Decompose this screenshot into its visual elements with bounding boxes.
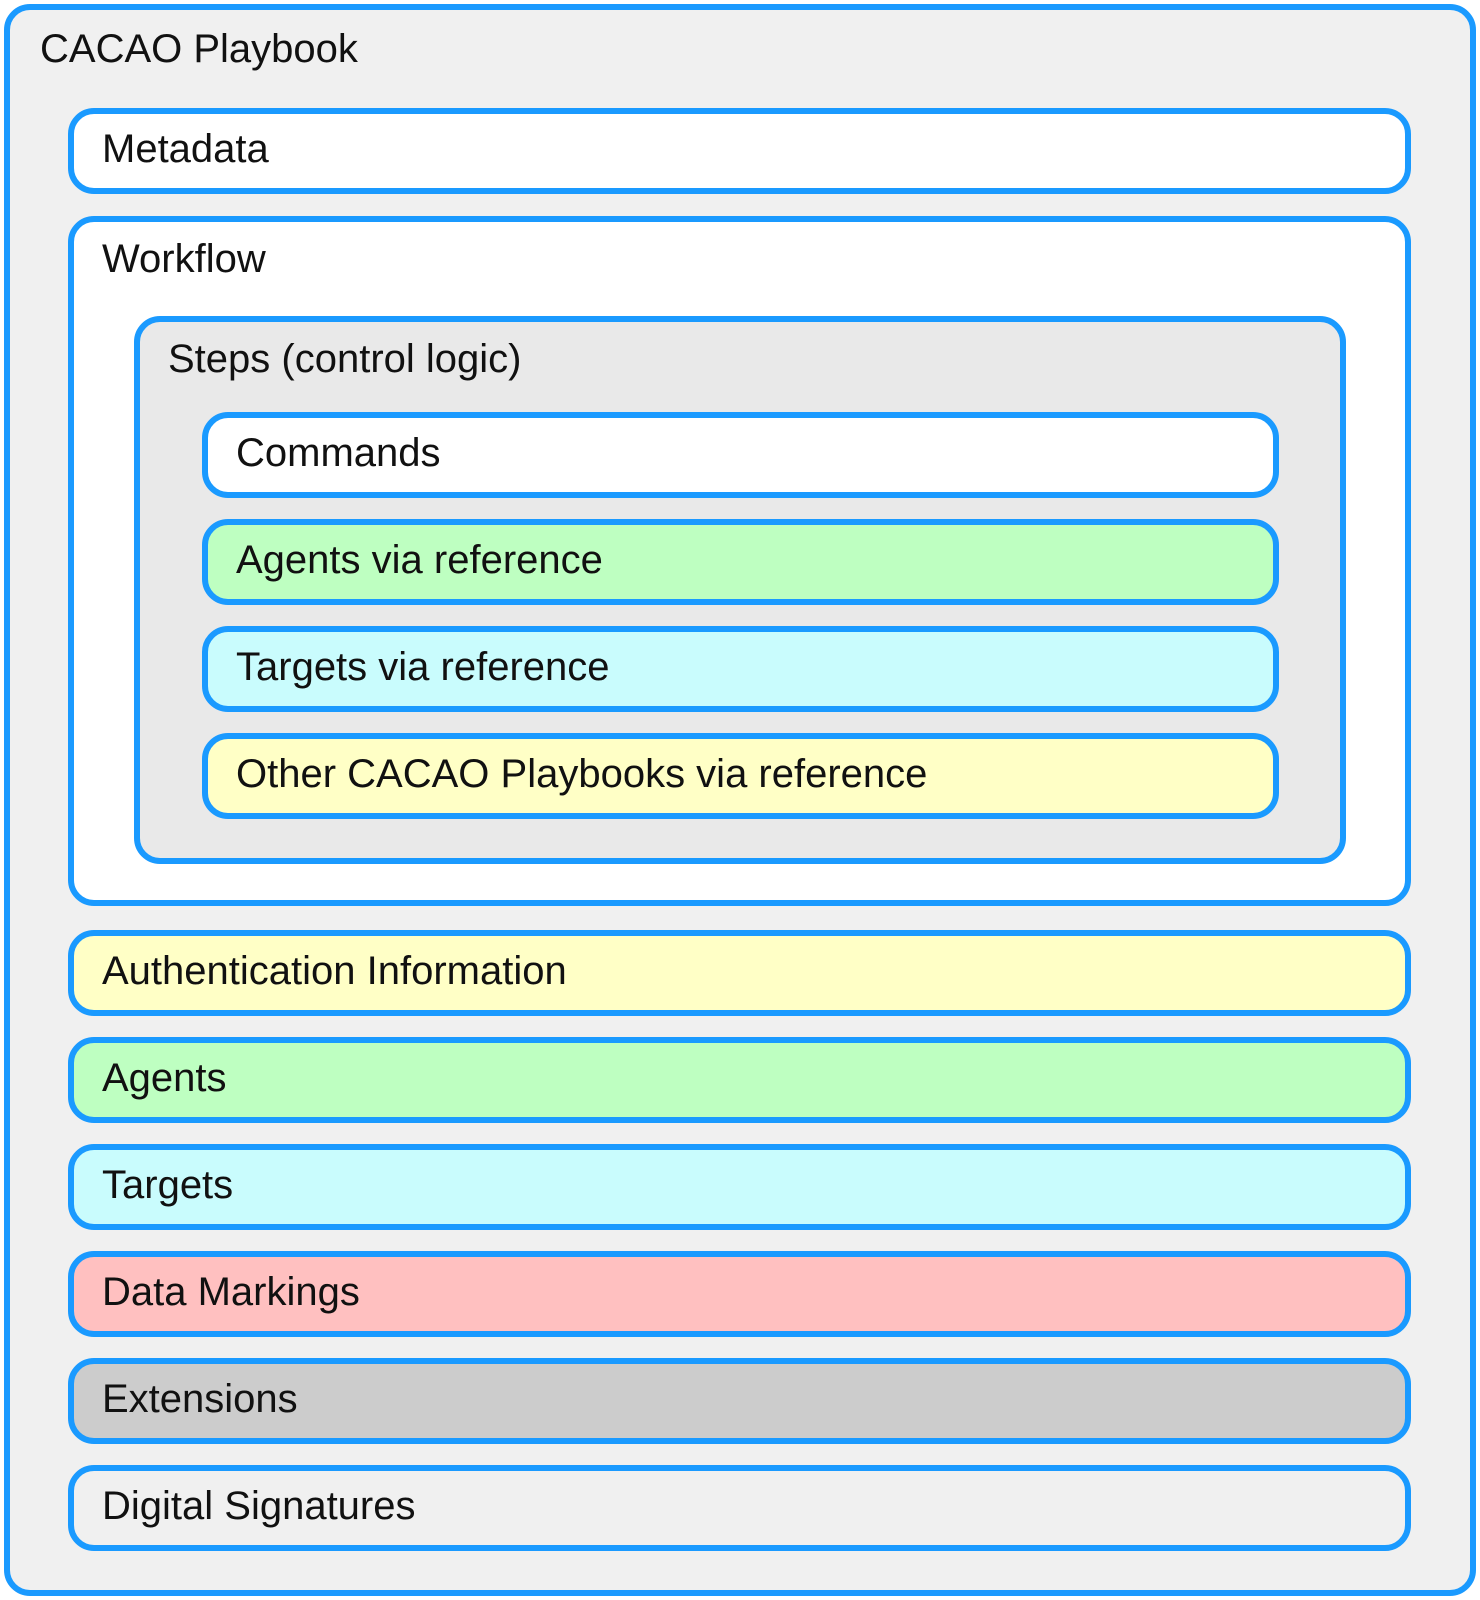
targets-label: Targets bbox=[102, 1163, 234, 1207]
authentication-information-label: Authentication Information bbox=[102, 949, 567, 993]
agents-box: Agents bbox=[68, 1037, 1411, 1123]
metadata-label: Metadata bbox=[102, 127, 269, 171]
commands-label: Commands bbox=[236, 431, 441, 475]
extensions-label: Extensions bbox=[102, 1377, 298, 1421]
extensions-box: Extensions bbox=[68, 1358, 1411, 1444]
cacao-playbook-title: CACAO Playbook bbox=[40, 27, 358, 71]
data-markings-box: Data Markings bbox=[68, 1251, 1411, 1337]
metadata-box: Metadata bbox=[68, 108, 1411, 194]
workflow-label: Workflow bbox=[102, 237, 266, 281]
steps-label: Steps (control logic) bbox=[168, 337, 522, 381]
targets-via-reference-box: Targets via reference bbox=[202, 626, 1279, 712]
authentication-information-box: Authentication Information bbox=[68, 930, 1411, 1016]
targets-box: Targets bbox=[68, 1144, 1411, 1230]
targets-via-reference-label: Targets via reference bbox=[236, 645, 610, 689]
commands-box: Commands bbox=[202, 412, 1279, 498]
data-markings-label: Data Markings bbox=[102, 1270, 360, 1314]
agents-label: Agents bbox=[102, 1056, 227, 1100]
digital-signatures-label: Digital Signatures bbox=[102, 1484, 416, 1528]
agents-via-reference-label: Agents via reference bbox=[236, 538, 603, 582]
other-playbooks-via-reference-label: Other CACAO Playbooks via reference bbox=[236, 752, 928, 796]
agents-via-reference-box: Agents via reference bbox=[202, 519, 1279, 605]
other-playbooks-via-reference-box: Other CACAO Playbooks via reference bbox=[202, 733, 1279, 819]
digital-signatures-box: Digital Signatures bbox=[68, 1465, 1411, 1551]
